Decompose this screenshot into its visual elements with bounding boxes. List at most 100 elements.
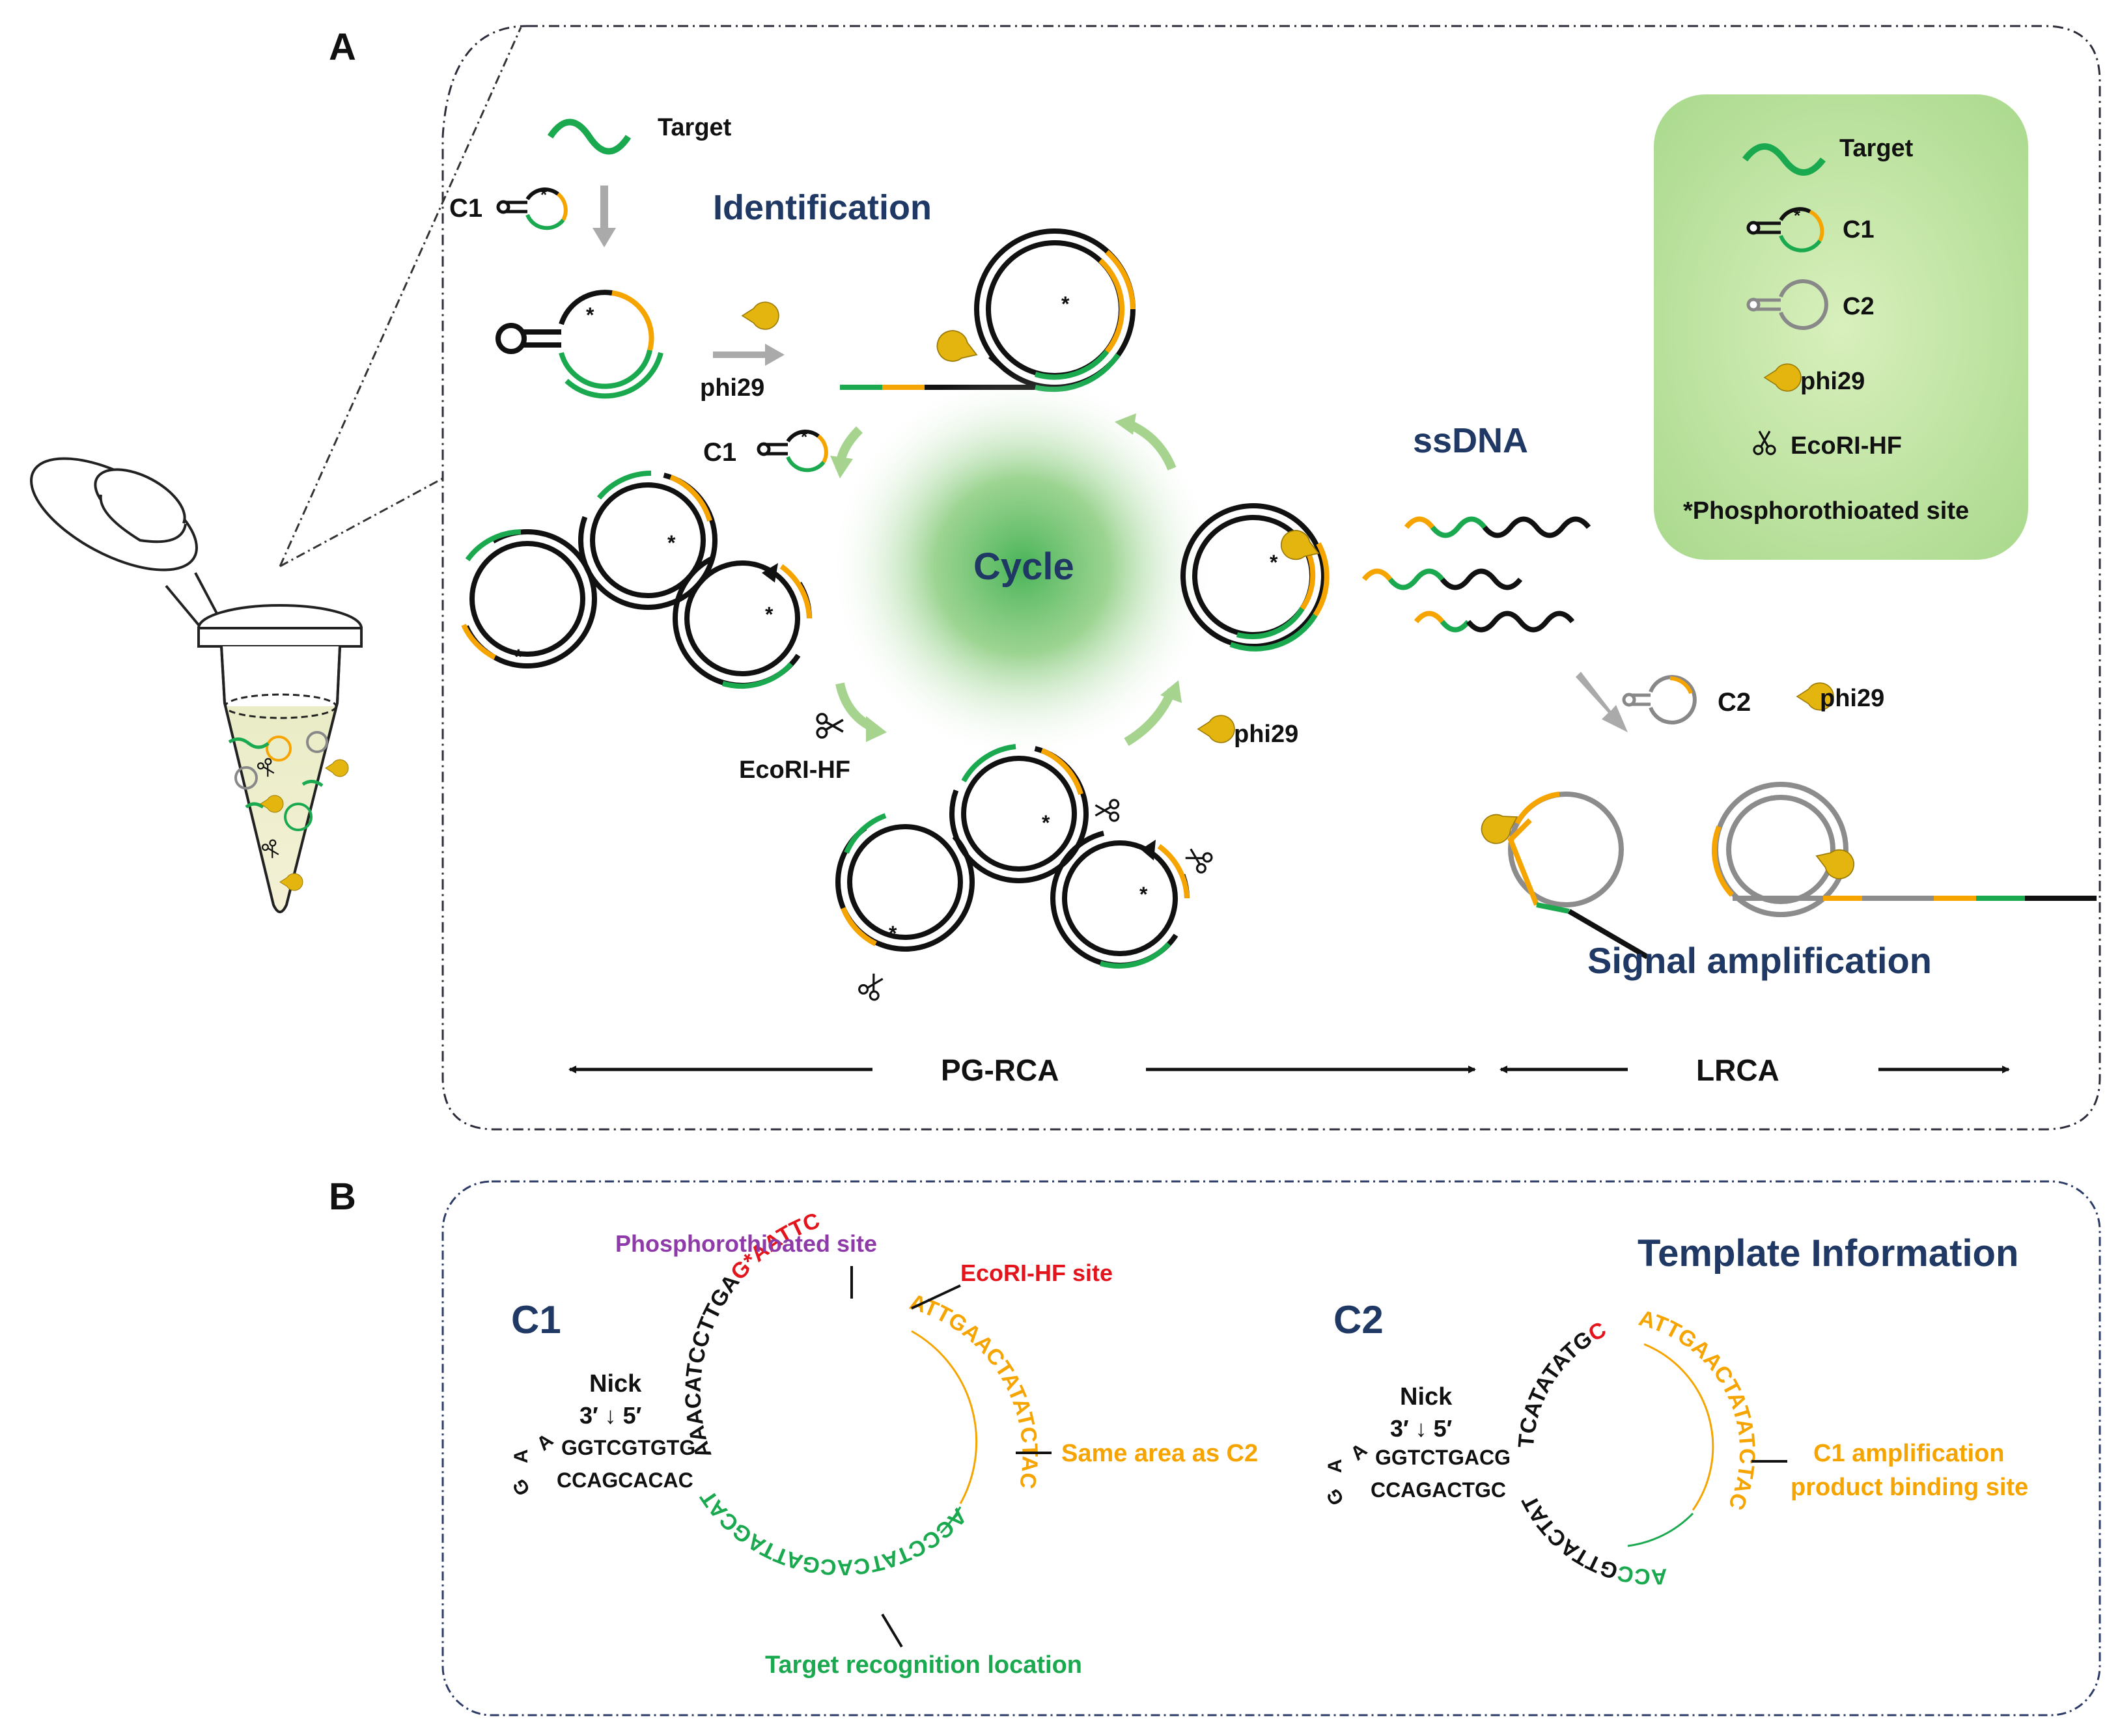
reaction-tube (30, 457, 363, 913)
legend-c1-icon: * (1746, 206, 1824, 253)
panel-a-label: A (329, 26, 356, 68)
legend-c2-icon (1746, 279, 1828, 330)
ecori-label: EcoRI-HF (739, 756, 850, 784)
pg-rca-label: PG-RCA (941, 1053, 1059, 1087)
scissors-icon-2 (1182, 843, 1214, 875)
legend-phospho: *Phosphorothioated site (1683, 497, 1969, 525)
svg-text:*: * (540, 185, 548, 204)
ecori-site-label: EcoRI-HF site (960, 1260, 1113, 1286)
svg-text:*: * (1270, 551, 1278, 574)
phi29-label-1: phi29 (700, 374, 764, 402)
svg-text:*: * (667, 531, 676, 555)
phi29-icon (742, 301, 779, 330)
gray-arrow-signal (1576, 672, 1628, 732)
svg-text:*: * (801, 427, 808, 447)
c2-template-label: C2 (1333, 1298, 1384, 1342)
svg-text:*: * (1061, 292, 1070, 316)
loop-a2-c2: A (1346, 1439, 1371, 1465)
lrca-ring-1 (1475, 792, 1649, 959)
c1-orange-underline (911, 1330, 978, 1504)
scissors-icon-3 (856, 970, 889, 1002)
c2-seq-black: TCATATATG (1514, 1326, 1597, 1448)
lrca-ring-2 (1712, 782, 2097, 917)
c1-hybrid: * (495, 290, 663, 399)
c1-amp-label-2: product binding site (1791, 1474, 2028, 1501)
phospho-site-label: Phosphorothioated site (615, 1230, 877, 1257)
legend-box (1654, 94, 2028, 560)
cycle-arrow-2-head (1115, 413, 1136, 435)
target-recog-callout (881, 1613, 903, 1648)
c1-template-label: C1 (511, 1298, 561, 1342)
phi29-label-3: phi29 (1820, 685, 1884, 712)
c2-seq-right: ATTGAACTATATCTAC (1636, 1306, 1759, 1513)
nick-direction-c1: 3′ ↓ 5′ (579, 1402, 641, 1429)
identification-label: Identification (713, 188, 932, 227)
panel-b-label: B (329, 1176, 356, 1218)
loop-a2-c1: A (533, 1429, 557, 1455)
c1-amp-label-1: C1 amplification (1813, 1440, 2005, 1467)
nick-label-c1: Nick (589, 1370, 642, 1398)
scissors-icon-ecori (816, 713, 844, 739)
c2-green-underline (1627, 1512, 1694, 1547)
legend-ecori: EcoRI-HF (1791, 432, 1902, 460)
three-ring-product-left: * * * (458, 470, 812, 689)
gray-down-arrow (593, 186, 616, 247)
panel-a-frame (441, 25, 2101, 1131)
legend-target-icon (1742, 143, 1826, 176)
three-ring-product-bottom: * * * (835, 744, 1190, 969)
c1-label-mid: C1 (703, 438, 736, 467)
c1-seq-black: AAACATCCTTGA (681, 1270, 745, 1461)
svg-text:*: * (765, 603, 774, 626)
loop-g-c2: G (1322, 1485, 1348, 1509)
c2-seq-black2: GTTACTATAAT (0, 0, 1621, 1584)
c1-seq-bottom: ACCCTATCACGATTAGCATTAA (0, 0, 971, 1580)
nick-direction-c2: 3′ ↓ 5′ (1390, 1415, 1452, 1442)
svg-text:*: * (1139, 883, 1148, 906)
phi29-label-2: phi29 (1234, 721, 1298, 748)
svg-text:*: * (889, 922, 897, 945)
loop-a1-c1: A (510, 1449, 532, 1463)
panel-b-frame (441, 1180, 2101, 1716)
template-info-title: Template Information (1638, 1232, 2018, 1274)
svg-text:*: * (1794, 206, 1801, 225)
ssdna-label: ssDNA (1413, 421, 1528, 460)
loop-g-c1: G (509, 1475, 535, 1499)
c2-template-icon (1622, 675, 1697, 724)
cycle-arrow-3-head (866, 716, 887, 742)
lrca-label: LRCA (1696, 1053, 1779, 1087)
c1-stem-bottom: CCAGCACAC (557, 1468, 693, 1492)
legend-c1: C1 (1843, 216, 1875, 243)
c1-template-icon: * (496, 185, 568, 230)
target-recog-label: Target recognition location (765, 1651, 1082, 1679)
rca-ring-right: * (1180, 503, 1330, 652)
cycle-arrow-1-head (830, 456, 853, 478)
extension-product: * (840, 228, 1136, 393)
zoom-line-bottom (279, 477, 443, 568)
target-label: Target (658, 114, 732, 141)
legend-c2: C2 (1843, 293, 1875, 320)
legend-target: Target (1839, 135, 1914, 162)
ssdna-strands (1361, 516, 1591, 633)
phi29-arrow (713, 344, 785, 366)
cycle-arrow-4-head (1160, 680, 1182, 703)
c2-seq-green: ACC (1615, 1560, 1668, 1590)
phi29-icon-2 (1197, 715, 1235, 743)
ecori-callout (911, 1284, 961, 1310)
c2-seq-orange: ATTGAACTATATCTAC (1636, 1306, 1759, 1513)
c2-label: C2 (1718, 688, 1751, 717)
scissors-icon-1 (1094, 799, 1120, 822)
zoom-line-top (279, 27, 522, 567)
c1-label-top: C1 (449, 194, 482, 223)
cycle-label: Cycle (973, 545, 1074, 588)
c2-seq-top: TCATATATGC (1514, 1317, 1610, 1449)
cycle-glow (827, 371, 1218, 762)
nick-label-c2: Nick (1400, 1383, 1453, 1411)
legend-phi29: phi29 (1800, 368, 1865, 395)
c1-green-underline (940, 1506, 962, 1534)
c1-template-icon-2: * (757, 427, 828, 473)
loop-a1-c2: A (1324, 1459, 1346, 1473)
c2-stem-top: GGTCTGACG (1375, 1446, 1511, 1469)
c1-seq-green: ACCCTATCACGATTAGCATTAA (0, 0, 971, 1580)
svg-text:*: * (586, 303, 594, 327)
